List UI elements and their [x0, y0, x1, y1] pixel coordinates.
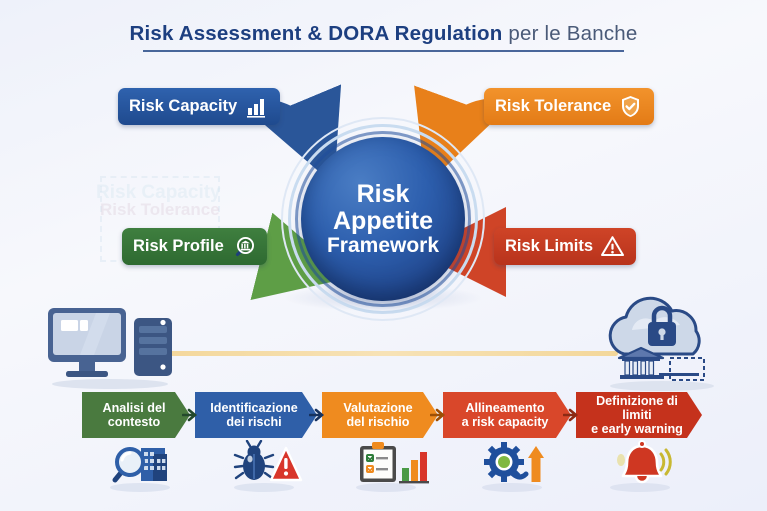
process-step-3[interactable]: Valutazione del rischio [322, 392, 438, 438]
process-step-2-line-1: Identificazione [210, 400, 298, 415]
process-step-1-line-2: contesto [107, 415, 161, 429]
step-arrow-1 [182, 408, 198, 422]
bug-warning-icon [218, 440, 310, 492]
pill-risk-capacity-label: Risk Capacity [129, 97, 238, 115]
title-bold-part-1: Risk Assessment [129, 22, 302, 45]
core-line-1: Risk [356, 179, 410, 208]
process-step-5[interactable]: Definizione di limiti e early warning [576, 392, 702, 438]
magnifier-building-icon [94, 440, 186, 492]
desktop-computer-illustration [38, 300, 198, 395]
pill-risk-tolerance[interactable]: Risk Tolerance [484, 88, 655, 125]
risk-appetite-framework-core: Risk Appetite Framework [301, 137, 465, 301]
title-underline [143, 50, 624, 52]
process-step-5-line-2: e early warning [591, 422, 683, 437]
process-step-1[interactable]: Analisi del contesto [82, 392, 190, 438]
gear-arrow-icon [466, 440, 558, 492]
process-icons [82, 440, 702, 492]
secure-cloud-bank-illustration [596, 296, 731, 397]
process-step-1-line-1: Analisi del [102, 400, 166, 415]
pill-risk-profile[interactable]: Risk Profile [122, 228, 267, 265]
step-arrow-3 [430, 408, 446, 422]
outer-ring [281, 117, 485, 321]
pill-risk-capacity[interactable]: Risk Capacity [118, 88, 281, 125]
pill-risk-limits-label: Risk Limits [505, 237, 594, 255]
bar-chart-icon [244, 94, 269, 119]
pill-risk-limits[interactable]: Risk Limits [494, 228, 637, 265]
clipboard-chart-icon [340, 440, 432, 492]
core-line-2: Appetite [333, 206, 433, 235]
title-bold-part-2: DORA Regulation [328, 22, 503, 45]
step-arrow-2 [309, 408, 325, 422]
magnifier-bank-icon [231, 234, 256, 259]
data-link-line [152, 351, 618, 356]
alarm-bell-icon [594, 440, 686, 492]
core-line-3: Framework [326, 233, 440, 257]
title-ampersand: & [301, 22, 329, 45]
shield-check-icon [618, 94, 643, 119]
process-step-5-line-1: Definizione di limiti [596, 393, 678, 422]
pill-risk-profile-label: Risk Profile [133, 237, 224, 255]
step-arrow-4 [563, 408, 579, 422]
process-step-3-line-2: del rischio [346, 415, 410, 429]
inner-ring [295, 131, 471, 307]
middle-ring [288, 124, 478, 314]
title-normal-part: per le Banche [502, 22, 638, 45]
process-step-4-line-2: a risk capacity [461, 415, 549, 429]
process-flow: Analisi del contesto Identificazione dei… [82, 392, 702, 438]
process-step-2-line-2: dei rischi [226, 415, 282, 429]
page-title: Risk Assessment & DORA Regulation per le… [0, 22, 767, 46]
warning-triangle-icon [600, 234, 625, 259]
process-step-4[interactable]: Allineamento a risk capacity [443, 392, 571, 438]
process-step-2[interactable]: Identificazione dei rischi [195, 392, 317, 438]
process-step-4-line-1: Allineamento [465, 400, 545, 415]
pill-risk-tolerance-label: Risk Tolerance [495, 97, 612, 115]
process-step-3-line-1: Valutazione [343, 400, 413, 415]
